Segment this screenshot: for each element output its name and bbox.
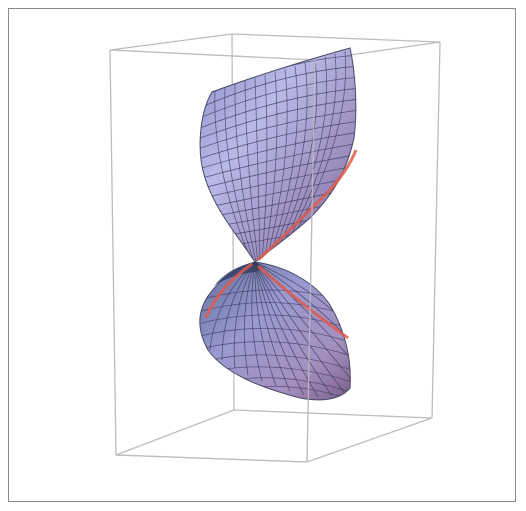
surface-upper-lobe [199,47,358,263]
highlight-curve-upper [256,149,358,262]
surface-lower-lobe [199,261,351,401]
highlight-curve-lower [204,262,253,319]
